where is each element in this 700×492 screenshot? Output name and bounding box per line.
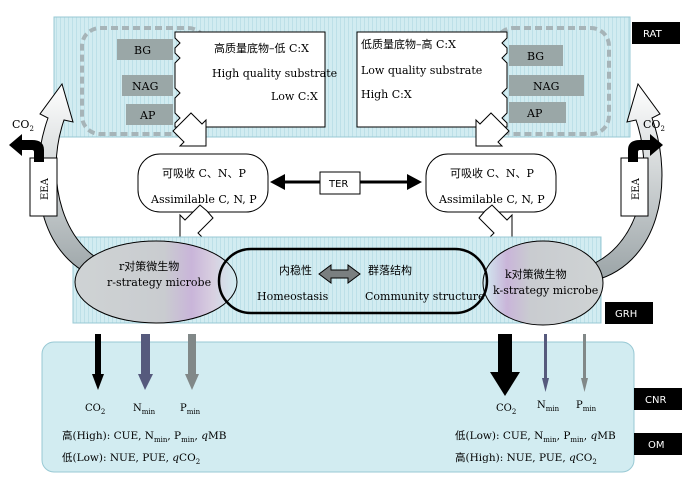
enzyme-nag-left-label: NAG [132,80,158,93]
k-microbe-en: k-strategy microbe [493,284,598,297]
enzyme-nag-right-label: NAG [533,80,559,93]
k-strategy-ellipse [482,240,604,326]
homeostasis-zh: 内稳性 [279,263,312,277]
high-quality-substrate-box [174,31,326,128]
arrow-nmin-left [138,334,153,390]
enzyme-ap-right [509,102,566,123]
high-substrate-cx: Low C:X [271,90,318,103]
homeostasis-community-arrow [318,264,361,284]
low-substrate-cx: High C:X [361,88,412,101]
eea-curve-right [581,82,663,283]
left-low-metrics: 低(Low): NUE, PUE, qCO2 [62,451,200,466]
dashed-outline-left [80,26,208,136]
r-strategy-ellipse [74,240,238,324]
eea-right-label: EEA [631,177,642,200]
grh-tag-label: GRH [615,309,637,320]
output-nmin-left: Nmin [133,403,156,416]
enzyme-nag-right [509,75,584,96]
community-zh: 群落结构 [368,263,412,277]
arrow-low-to-assimilable [475,112,510,147]
assimilable-right-en: Assimilable C, N, P [438,193,545,206]
co2-side-left: CO2 [12,118,34,133]
enzyme-ap-left-label: AP [139,109,156,122]
enzyme-bg-left [117,39,173,60]
output-pmin-left: Pmin [180,403,201,416]
output-pmin-right: Pmin [576,400,597,413]
arrow-high-to-assimilable [172,112,207,147]
eea-box-right [620,157,649,217]
high-substrate-en: High quality substrate [212,67,337,80]
arrow-co2-right [490,334,520,396]
co2-side-arrow-right [628,134,663,162]
arrow-pmin-right [581,334,588,392]
enzyme-ap-left [126,104,173,125]
output-nmin-right: Nmin [537,400,560,413]
r-microbe-zh: r对策微生物 [119,259,179,273]
r-microbe-en: r-strategy microbe [107,276,211,289]
assimilable-right-zh: 可吸收 C、N、P [450,166,535,180]
homeostasis-en: Homeostasis [257,290,329,303]
co2-side-right: CO2 [643,118,665,133]
ter-label: TER [328,179,348,190]
high-substrate-zh: 高质量底物–低 C:X [214,41,309,55]
low-substrate-zh: 低质量底物–高 C:X [361,37,456,51]
enzyme-bg-right-label: BG [527,50,544,63]
enzyme-bg-left-label: BG [134,44,151,57]
eea-curve-left [37,82,119,283]
right-high-metrics: 高(High): NUE, PUE, qCO2 [455,451,597,466]
rat-tag-label: RAT [643,29,663,40]
enzyme-nag-left [122,75,173,96]
k-microbe-zh: k对策微生物 [505,267,567,281]
arrow-nmin-right [542,334,549,392]
ter-label-box [319,171,361,195]
eea-left-label: EEA [40,177,51,200]
low-quality-substrate-box [356,31,508,128]
assimilable-left-en: Assimilable C, N, P [150,193,257,206]
eea-box-left [29,157,58,217]
assimilable-left-zh: 可吸收 C、N、P [162,166,247,180]
cnr-tag [634,388,682,410]
enzyme-bg-right [509,45,563,66]
enzyme-boxes-left: BG NAG AP [117,39,173,125]
arrow-pmin-left [185,334,199,390]
homeostasis-community-oval [217,247,489,315]
rat-tag [632,22,680,44]
left-high-metrics: 高(High): CUE, Nmin, Pmin, qMB [62,429,227,444]
enzyme-boxes-right: BG NAG AP [509,45,584,123]
grh-tag [605,302,653,324]
om-tag-label: OM [648,440,665,451]
community-en: Community structure [365,290,485,303]
low-substrate-en: Low quality substrate [361,64,482,77]
enzyme-ap-right-label: AP [526,107,543,120]
cnr-tag-label: CNR [645,395,666,406]
om-tag [634,433,682,455]
arrow-co2-left [92,334,104,390]
co2-side-arrow-left [9,134,44,162]
output-co2-right: CO2 [496,403,516,416]
right-low-metrics: 低(Low): CUE, Nmin, Pmin, qMB [455,429,616,444]
output-co2-left: CO2 [85,403,105,416]
